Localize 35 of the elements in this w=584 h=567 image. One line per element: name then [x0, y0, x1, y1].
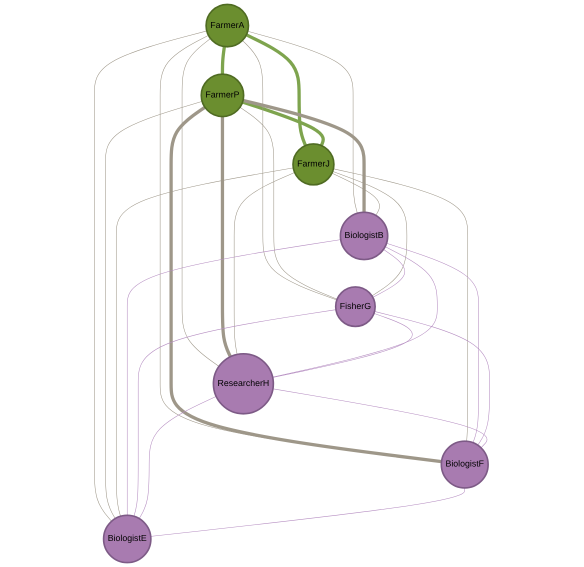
connector [332, 171, 408, 296]
connector [272, 313, 413, 378]
connector [126, 239, 341, 516]
connector [220, 116, 232, 358]
connector [242, 98, 366, 212]
node-circle: BiologistF [440, 440, 489, 489]
node-circle: BiologistB [340, 211, 389, 260]
connector [220, 46, 226, 74]
connector [234, 172, 295, 355]
connector [272, 388, 488, 448]
node-circle: FarmerP [200, 73, 244, 118]
connector [105, 101, 202, 519]
connector [246, 33, 308, 146]
connector [247, 30, 358, 214]
connector [134, 309, 336, 517]
connector [138, 396, 216, 519]
node-circle: FarmerA [205, 4, 250, 48]
connector [94, 30, 208, 522]
connector [374, 311, 490, 446]
node-circle: FarmerJ [292, 143, 335, 186]
connector [116, 168, 294, 517]
node-circle: BiologistE [102, 514, 152, 564]
connector [240, 106, 338, 300]
node-circle: FisherG [334, 286, 376, 328]
connector [242, 40, 338, 300]
connector [386, 242, 479, 443]
connector [272, 246, 438, 378]
connector [242, 100, 325, 146]
connector [332, 172, 380, 216]
connector [182, 38, 220, 367]
connector [372, 249, 406, 298]
connector [150, 488, 465, 537]
connector [169, 106, 442, 464]
connector [333, 168, 468, 442]
node-circle: ResearcherH [212, 353, 274, 415]
